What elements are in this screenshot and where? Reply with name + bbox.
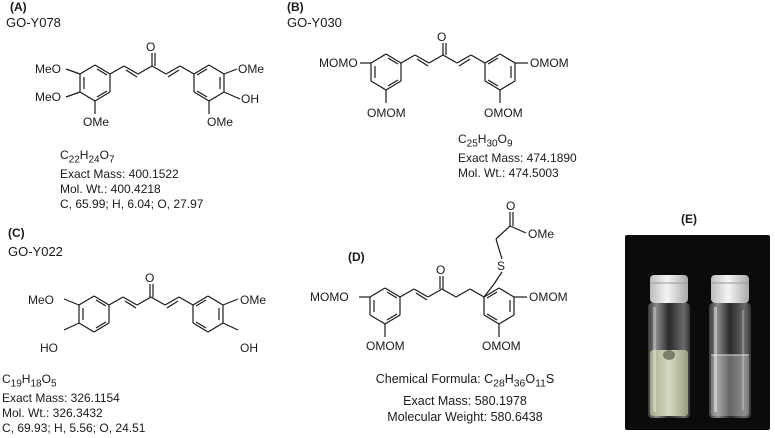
panel-c-right-ring	[192, 295, 224, 333]
panel-c-formula: C19H18O5	[2, 372, 57, 390]
panel-b-exact-mass: Exact Mass: 474.1890	[458, 151, 577, 166]
vials-photo	[625, 235, 770, 430]
panel-d-ester-o: O	[506, 199, 515, 213]
panel-d-momo-left: MOMO	[310, 290, 349, 304]
panel-a-meo-top: MeO	[35, 62, 61, 76]
panel-d-omom-bottom-left: OMOM	[366, 339, 405, 353]
panel-a-ome-bottom-left: OMe	[83, 115, 109, 129]
panel-d-sulfur: S	[497, 259, 505, 273]
panel-b-omom-right: OMOM	[530, 56, 569, 70]
panel-d-formula: Chemical Formula: C28H36O11S	[375, 372, 555, 390]
panel-a-formula: C22H24O7	[60, 148, 115, 166]
vials-illustration	[648, 275, 751, 418]
panel-a-compound-name: GO-Y078	[6, 15, 61, 30]
panel-d-info: Chemical Formula: C28H36O11S Exact Mass:…	[340, 371, 590, 425]
panel-d-ome: OMe	[528, 227, 554, 241]
panel-a-meo-mid: MeO	[35, 90, 61, 104]
panel-b-omom-bottom-left: OMOM	[367, 106, 406, 120]
panel-b-label: (B)	[287, 0, 304, 14]
panel-a-info: C22H24O7 Exact Mass: 400.1522 Mol. Wt.: …	[60, 148, 203, 212]
panel-c-mol-wt: Mol. Wt.: 326.3432	[2, 406, 103, 421]
left-vial-turbid	[648, 275, 690, 418]
panel-a-elemental: C, 65.99; H, 6.04; O, 27.97	[60, 197, 204, 212]
panel-a-exact-mass: Exact Mass: 400.1522	[60, 167, 179, 182]
panel-d-mol-wt: Molecular Weight: 580.6438	[387, 409, 543, 424]
panel-c-ho: HO	[40, 341, 58, 355]
right-vial-clear	[709, 275, 751, 418]
panel-b-left-ring	[370, 53, 402, 91]
panel-b-compound-name: GO-Y030	[287, 15, 342, 30]
panel-c-oh: OH	[240, 341, 258, 355]
panel-d-exact-mass: Exact Mass: 580.1978	[403, 393, 527, 408]
panel-b-momo-left: MOMO	[319, 56, 358, 70]
panel-c-info: C19H18O5 Exact Mass: 326.1154 Mol. Wt.: …	[2, 372, 145, 436]
panel-d-omom-right: OMOM	[529, 290, 568, 304]
panel-b-carbonyl-o: O	[437, 30, 446, 44]
panel-d-omom-bottom-right: OMOM	[482, 339, 521, 353]
panel-a-ome-top-right: OMe	[238, 62, 264, 76]
panel-d-label: (D)	[348, 250, 365, 264]
panel-c-label: (C)	[8, 226, 25, 240]
panel-a-mol-wt: Mol. Wt.: 400.4218	[60, 182, 161, 197]
panel-d-carbonyl-o: O	[436, 263, 445, 277]
panel-c-meo: MeO	[28, 293, 54, 307]
panel-b-mol-wt: Mol. Wt.: 474.5003	[458, 166, 559, 181]
panel-e-label: (E)	[681, 212, 697, 226]
panel-c-carbonyl-o: O	[145, 271, 154, 285]
panel-a-label: (A)	[10, 0, 27, 14]
panel-c-left-ring	[78, 295, 110, 333]
panel-a-ome-bottom-right: OMe	[207, 115, 233, 129]
panel-b-right-ring	[484, 53, 516, 91]
panel-d-left-ring	[369, 287, 401, 325]
panel-a-oh: OH	[241, 92, 259, 106]
panel-b-info: C25H30O9 Exact Mass: 474.1890 Mol. Wt.: …	[458, 132, 577, 181]
panel-a-left-ring	[79, 64, 111, 102]
panel-a-carbonyl-o: O	[146, 40, 155, 54]
panel-c-elemental: C, 69.93; H, 5.56; O, 24.51	[2, 421, 146, 436]
panel-d-right-ring	[483, 287, 515, 325]
panel-c-exact-mass: Exact Mass: 326.1154	[2, 391, 120, 406]
panel-a-right-ring	[193, 64, 225, 102]
panel-c-ome: OMe	[240, 293, 266, 307]
panel-b-omom-bottom-right: OMOM	[484, 106, 523, 120]
panel-b-formula: C25H30O9	[458, 132, 513, 150]
panel-c-compound-name: GO-Y022	[8, 244, 63, 259]
